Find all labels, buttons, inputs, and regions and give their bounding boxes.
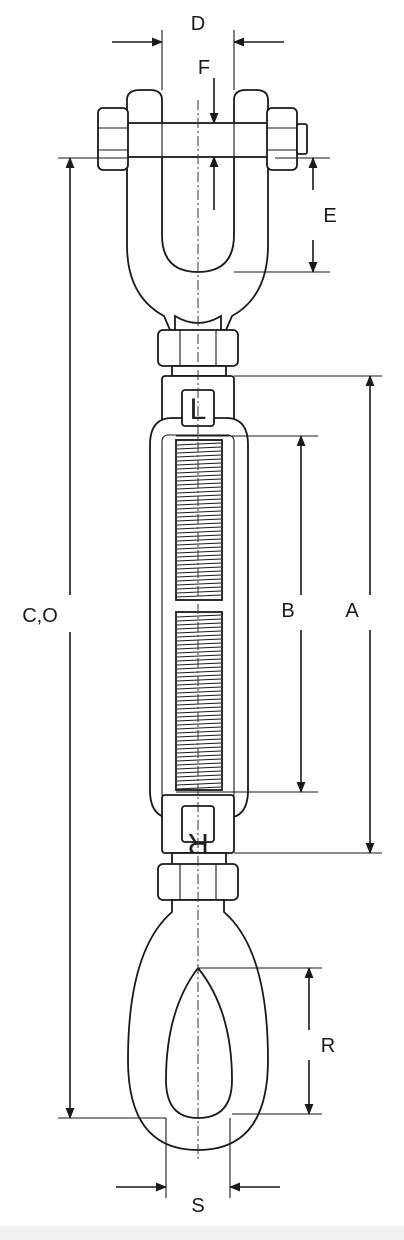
label-a: A [345,600,359,622]
dimension-f: F [198,57,219,210]
bolt-head [97,107,129,171]
label-d: D [191,13,205,35]
label-s: S [191,1195,204,1217]
jaw-nut [266,107,308,171]
label-e: E [323,205,336,227]
jaw-end [97,89,308,335]
threaded-rod-lower [175,611,223,791]
turnbuckle-body: L R [149,375,249,860]
footer-band [0,1226,404,1240]
label-co: C,O [22,605,58,627]
label-b: B [281,600,294,622]
label-r: R [321,1035,335,1057]
dimension-s: S [116,1118,280,1217]
dimension-r: R [198,966,335,1116]
dimension-d: D [112,13,284,90]
label-f: F [198,57,210,79]
dimension-e: E [234,156,337,274]
dimension-co: C,O [22,156,166,1120]
threaded-rod-upper [175,439,223,601]
dimension-b: B [176,434,318,794]
dimension-a: A [234,374,382,855]
